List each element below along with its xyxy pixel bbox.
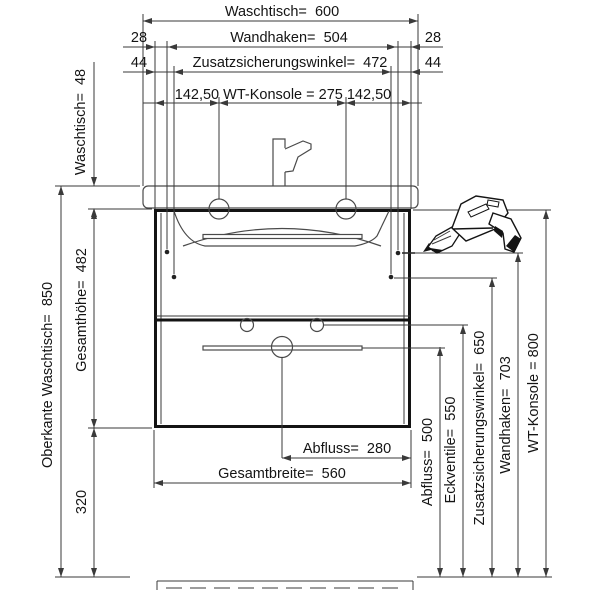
label-offset-44-left: 44 [131,55,147,71]
label-offset-44-right: 44 [425,55,441,71]
label-eckventile-550: Eckventile= 550 [443,397,459,504]
zusatzwinkel-point-left [171,274,177,280]
floor-plinth [156,580,414,590]
label-gesamthoehe-482: Gesamthöhe= 482 [74,248,90,372]
label-zusatzwinkel-472: Zusatzsicherungswinkel= 472 [193,55,388,71]
label-wandhaken-703: Wandhaken= 703 [498,356,514,474]
vanity-cabinet [154,198,415,428]
faucet-icon [272,138,312,186]
wandhaken-point-right [395,250,401,256]
label-waschtisch-600: Waschtisch= 600 [225,4,339,20]
right-dimension-lines: Abfluss= 500 Eckventile= 550 Zusatzsiche… [420,210,549,577]
bottom-drawer-handle [202,345,363,351]
label-zusatzwinkel-650: Zusatzsicherungswinkel= 650 [472,331,488,526]
label-abfluss-280: Abfluss= 280 [303,441,391,457]
label-offset-28-right: 28 [425,30,441,46]
eckventil-left [239,317,255,333]
bottom-dimension-lines: Abfluss= 280 Gesamtbreite= 560 [154,441,411,486]
label-waschtisch-48: Waschtisch= 48 [73,69,89,175]
basin-bowl-outline [173,210,390,247]
left-dimension-lines: Oberkante Waschtisch= 850 Waschtisch= 48… [40,69,97,577]
zusatzwinkel-point-right [388,274,394,280]
extension-lines [55,14,552,578]
label-offset-28-left: 28 [131,30,147,46]
label-sockel-320: 320 [74,490,90,514]
label-wt-konsole-275: 142,50 WT-Konsole = 275 142,50 [175,87,391,103]
label-wt-konsole-800: WT-Konsole = 800 [526,333,542,453]
top-drawer-handle [202,233,363,240]
label-wandhaken-504: Wandhaken= 504 [230,30,348,46]
label-oberkante-850: Oberkante Waschtisch= 850 [40,282,56,468]
drill-icon [423,195,522,254]
washbasin [142,138,419,209]
top-dimension-lines: Waschtisch= 600 28 28 Wandhaken= 504 44 … [123,4,443,106]
label-gesamtbreite-560: Gesamtbreite= 560 [218,466,346,482]
wandhaken-point-left [164,249,170,255]
washbasin-slab [142,185,419,209]
label-abfluss-500: Abfluss= 500 [420,418,436,506]
